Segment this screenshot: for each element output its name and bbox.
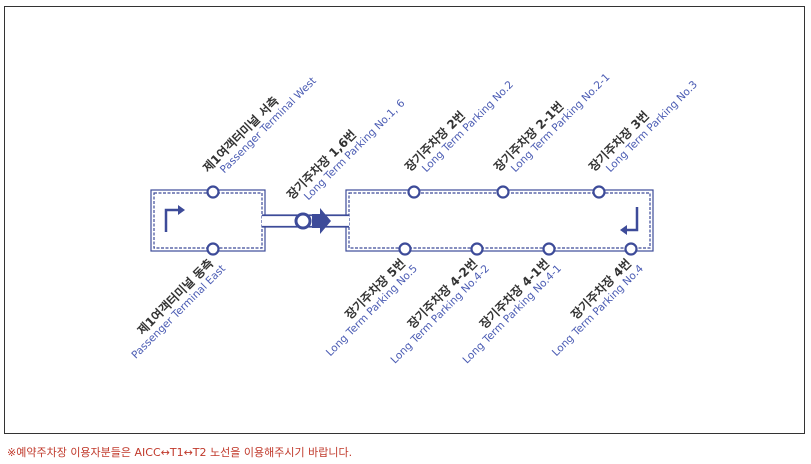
stop-label-t1-east: 제1여객터미널 동측 Passenger Terminal East <box>129 256 228 362</box>
stop-marker-t1-west <box>206 185 220 199</box>
svg-text:Long Term Parking No.3: Long Term Parking No.3 <box>604 79 700 175</box>
diagram-frame <box>4 6 805 434</box>
route-lines <box>150 189 654 252</box>
stop-marker-lt-4-1 <box>542 242 556 256</box>
stop-marker-lt-1-6 <box>294 212 312 230</box>
svg-text:Long Term Parking No.1, 6: Long Term Parking No.1, 6 <box>302 97 408 203</box>
svg-text:제1여객터미널 서측: 제1여객터미널 서측 <box>200 93 282 175</box>
stop-marker-lt-2-1 <box>496 185 510 199</box>
stop-marker-t1-east <box>206 242 220 256</box>
direction-arrow-icon <box>312 208 331 234</box>
svg-text:Passenger Terminal West: Passenger Terminal West <box>218 75 319 176</box>
stop-marker-lt-5 <box>398 242 412 256</box>
stop-marker-lt-4 <box>624 242 638 256</box>
svg-text:Passenger Terminal East: Passenger Terminal East <box>129 263 228 362</box>
stop-marker-lt-2 <box>407 185 421 199</box>
left-loop-outer <box>150 189 266 252</box>
stop-marker-lt-4-2 <box>470 242 484 256</box>
right-loop-inner <box>348 192 651 249</box>
svg-text:제1여객터미널 동측: 제1여객터미널 동측 <box>134 256 216 338</box>
left-loop-inner <box>153 192 263 249</box>
turn-arrow-left-icon <box>164 205 185 232</box>
reservation-notice: ※예약주차장 이용자분들은 AICC↔T1↔T2 노선을 이용해주시기 바랍니다… <box>7 446 353 459</box>
svg-text:Long Term Parking No.4: Long Term Parking No.4 <box>550 262 646 358</box>
stop-label-t1-west: 제1여객터미널 서측 Passenger Terminal West <box>200 75 319 176</box>
stop-markers <box>206 185 638 256</box>
stop-marker-lt-3 <box>592 185 606 199</box>
turn-arrow-right-icon <box>620 207 639 235</box>
right-loop-outer <box>345 189 654 252</box>
